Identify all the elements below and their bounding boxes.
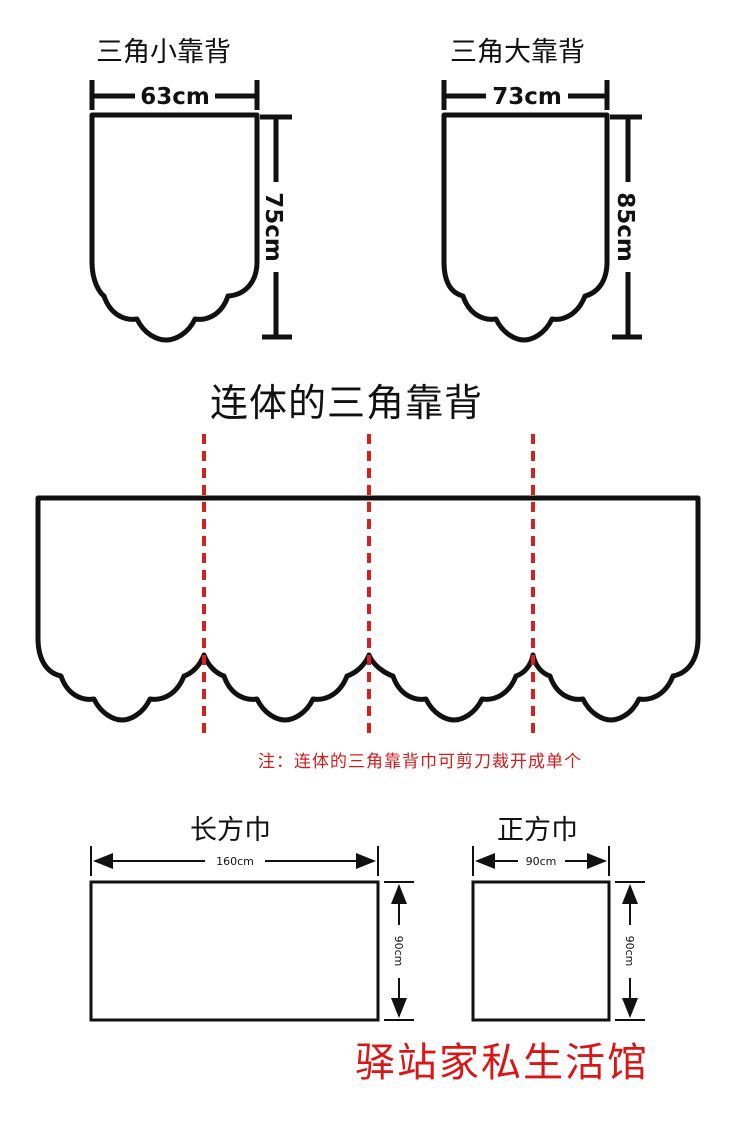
cut-lines — [202, 434, 535, 740]
square-width-dimension — [472, 846, 610, 876]
cut-note: 注：连体的三角靠背巾可剪刀裁开成单个 — [258, 752, 582, 772]
shop-name: 驿站家私生活馆 — [355, 1040, 649, 1086]
large-width-dimension — [441, 80, 610, 110]
rectangle-towel-shape — [89, 880, 380, 1022]
rectangle-height-dimension — [384, 881, 414, 1021]
rectangle-width-label: 160cm — [216, 855, 254, 868]
small-triangle-title: 三角小靠背 — [96, 37, 231, 68]
square-height-dimension — [615, 881, 645, 1021]
large-triangle-shape — [441, 112, 610, 343]
small-triangle-shape — [89, 112, 260, 343]
rectangle-towel-title: 长方巾 — [190, 815, 271, 846]
large-height-dimension — [610, 114, 642, 340]
rectangle-width-dimension — [90, 846, 379, 876]
joined-triangle-title: 连体的三角靠背 — [210, 381, 484, 425]
square-width-label: 90cm — [526, 855, 557, 868]
square-towel-shape — [471, 880, 611, 1022]
small-width-label: 63cm — [140, 84, 210, 110]
large-width-label: 73cm — [492, 84, 562, 110]
small-width-dimension — [89, 80, 260, 110]
small-height-dimension — [260, 114, 292, 340]
rectangle-height-label: 90cm — [392, 936, 405, 967]
square-towel-title: 正方巾 — [497, 815, 578, 846]
large-height-label: 85cm — [612, 192, 638, 262]
large-triangle-title: 三角大靠背 — [450, 37, 585, 68]
small-height-label: 75cm — [260, 192, 286, 262]
square-height-label: 90cm — [623, 936, 636, 967]
